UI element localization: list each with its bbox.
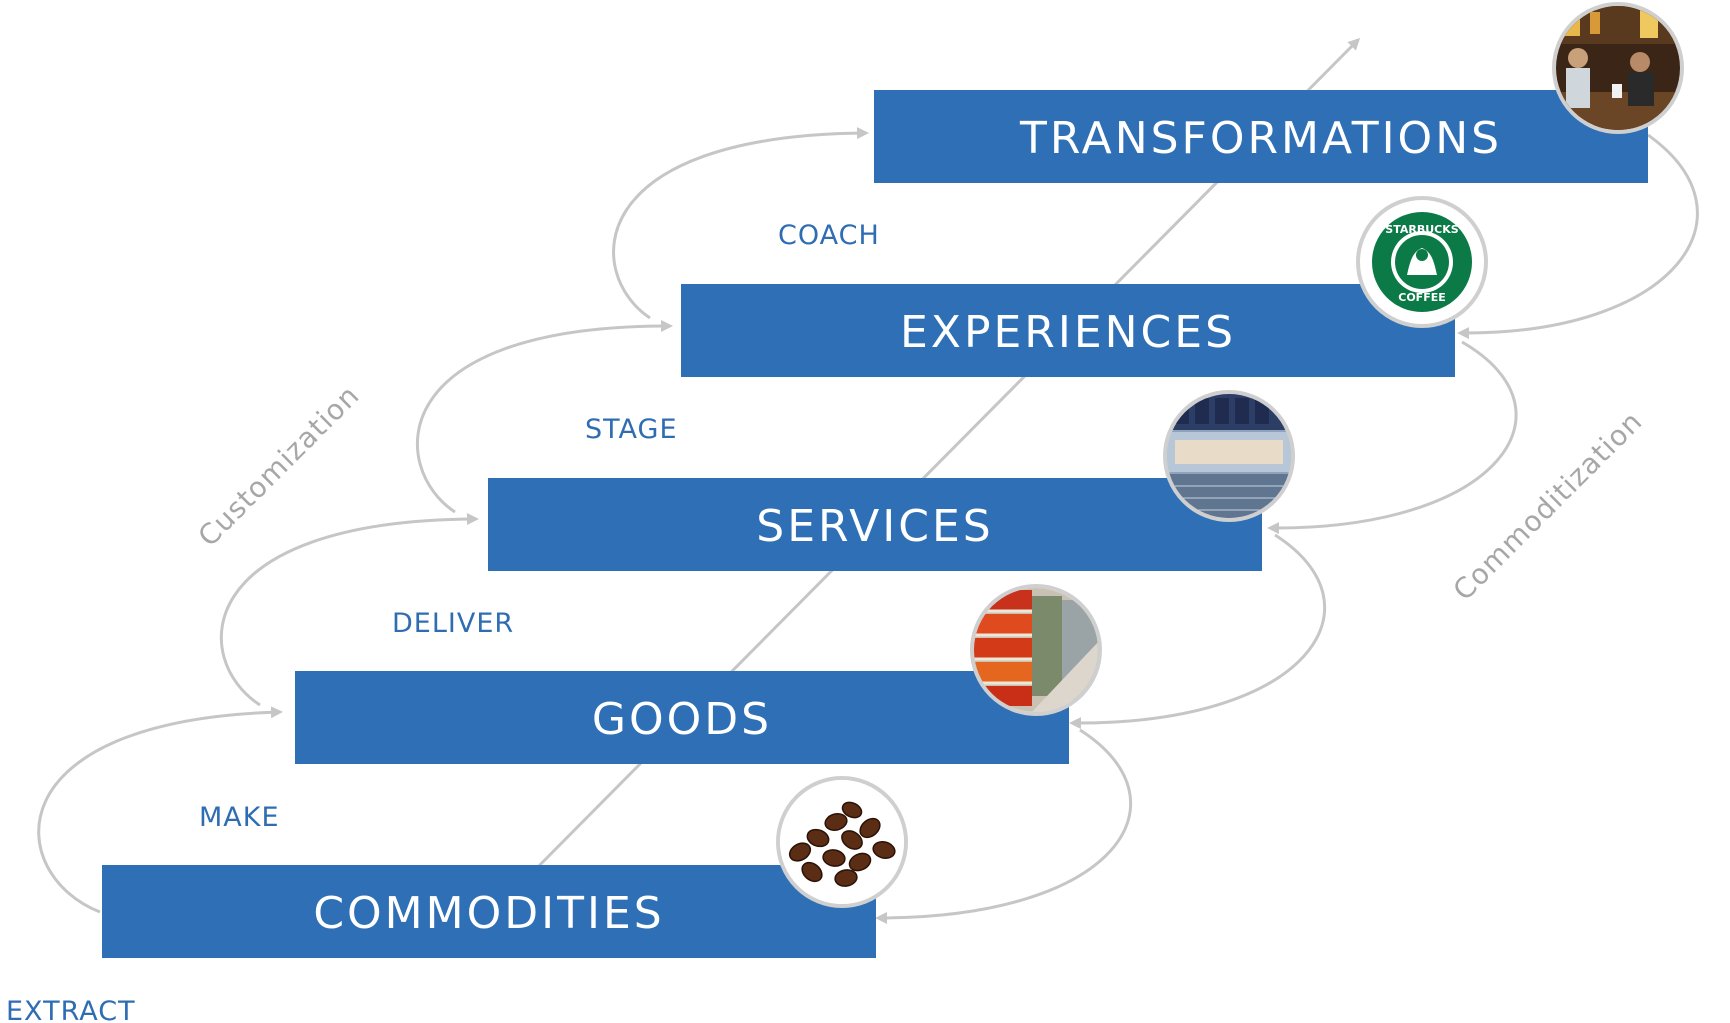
label-transformations: TRANSFORMATIONS (1019, 113, 1502, 164)
coffee-beans-photo (776, 776, 908, 908)
commoditization-label: Commoditization (1447, 405, 1649, 607)
box-transformations (874, 90, 1648, 183)
label-commodities: COMMODITIES (313, 888, 664, 939)
loop-left-services (415, 319, 673, 514)
loop-left-experiences (612, 127, 869, 320)
loop-right-services (1069, 533, 1327, 730)
stage-boxes: COMMODITIES GOODS SERVICES EXPERIENCES T… (102, 90, 1648, 958)
logo-text-bottom: COFFEE (1398, 291, 1445, 304)
loop-right-transformations (1457, 133, 1699, 340)
loop-left-goods (219, 513, 479, 707)
loop-right-goods (875, 728, 1133, 924)
box-experiences (681, 284, 1455, 377)
loop-left-commodities (37, 706, 283, 914)
box-goods (295, 671, 1069, 764)
verb-labels: EXTRACT MAKE DELIVER STAGE COACH (6, 220, 880, 1023)
customization-label: Customization (192, 379, 366, 553)
verb-deliver: DELIVER (392, 608, 514, 639)
verb-extract: EXTRACT (6, 996, 136, 1023)
verb-make: MAKE (199, 802, 280, 833)
loop-right-experiences (1267, 340, 1518, 535)
verb-stage: STAGE (585, 414, 678, 445)
verb-coach: COACH (778, 220, 880, 251)
coffee-counter-photo (1163, 390, 1295, 522)
logo-text-top: STARBUCKS (1385, 223, 1458, 236)
label-services: SERVICES (756, 501, 993, 552)
commoditization-loops (875, 133, 1699, 924)
label-experiences: EXPERIENCES (900, 307, 1236, 358)
customization-loops (37, 127, 869, 914)
starbucks-logo: STARBUCKS COFFEE (1356, 196, 1488, 328)
cafe-people-photo (1552, 2, 1684, 134)
supermarket-shelf-photo (970, 584, 1102, 716)
box-commodities (102, 865, 876, 958)
box-services (488, 478, 1262, 571)
label-goods: GOODS (592, 694, 772, 745)
